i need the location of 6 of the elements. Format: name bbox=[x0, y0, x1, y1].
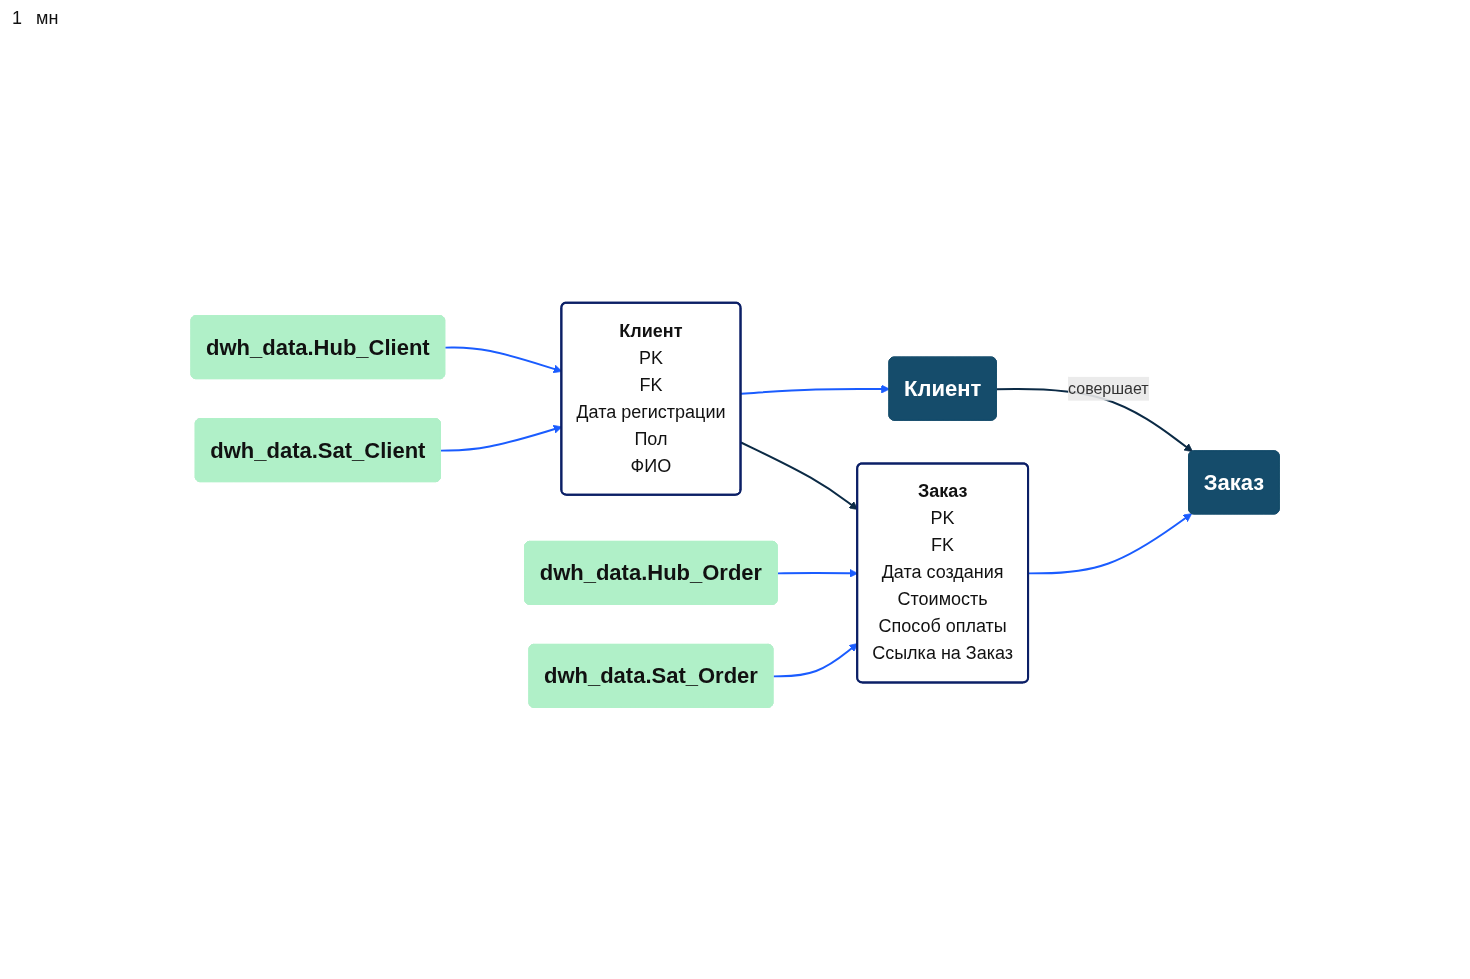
arrow bbox=[772, 643, 858, 678]
edge-label: совершает bbox=[1067, 379, 1149, 397]
cardinality-label: мн bbox=[36, 8, 59, 28]
arrow bbox=[1027, 513, 1192, 575]
cardinality-label: 1 bbox=[12, 8, 22, 28]
arrow bbox=[776, 568, 858, 578]
